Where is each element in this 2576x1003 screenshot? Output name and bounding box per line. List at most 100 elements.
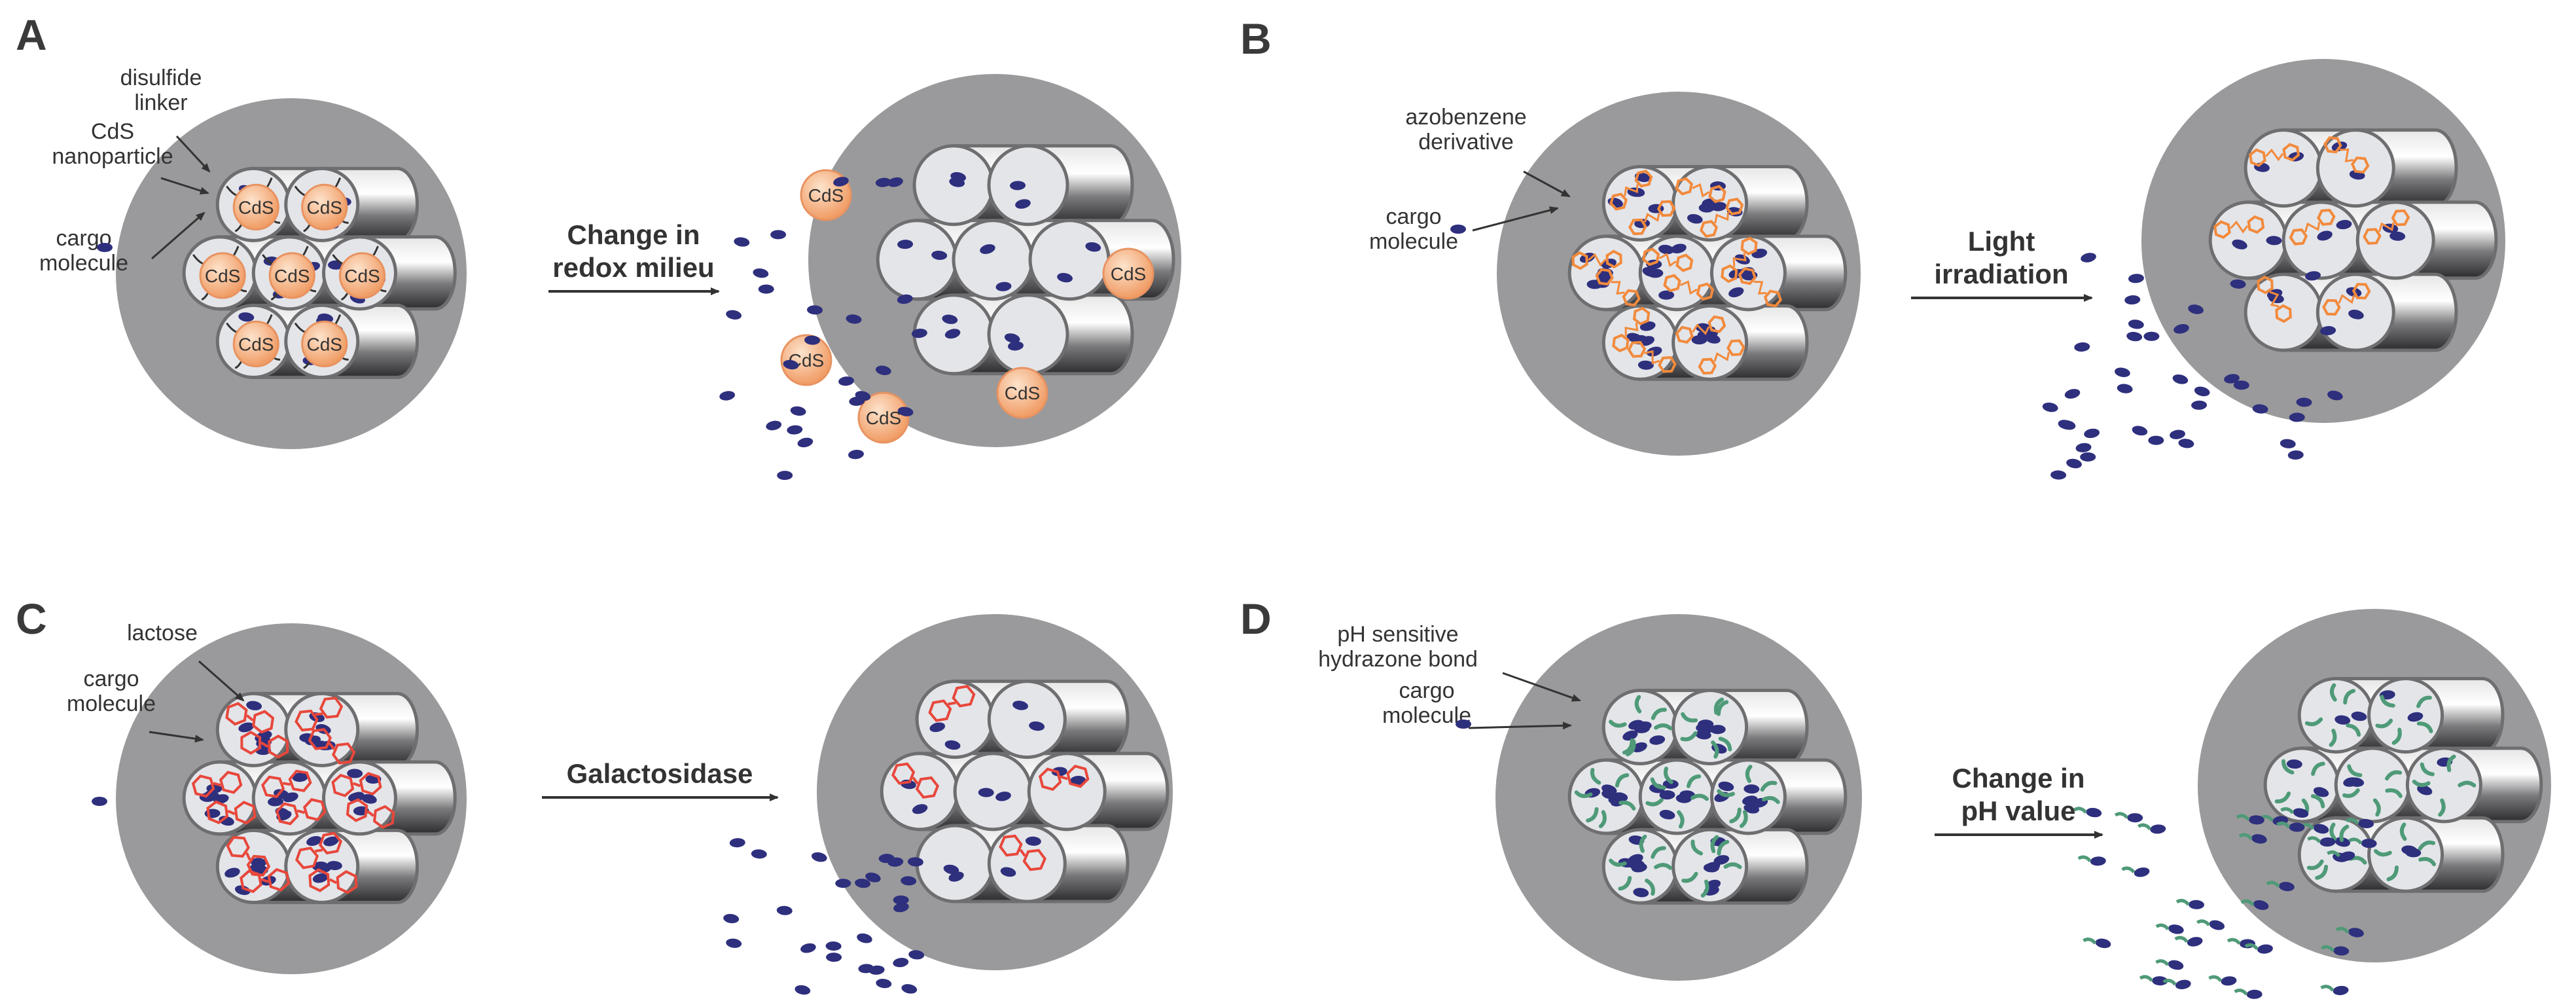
cargo-molecule <box>1634 723 1651 733</box>
cargo-molecule <box>811 852 827 862</box>
ring-structure <box>1675 253 1694 272</box>
cargo-molecule <box>835 879 851 888</box>
cargo-molecule <box>2188 304 2204 314</box>
azobenzene-gate <box>2363 209 2410 245</box>
hydrazone-bond <box>2418 857 2437 867</box>
cargo-molecule <box>897 240 914 249</box>
hydrazone-bond <box>2385 788 2403 798</box>
cargo-molecule <box>1705 333 1721 344</box>
hydrazone-bond <box>2343 689 2356 705</box>
hydrazone-bond <box>2391 727 2402 745</box>
cargo-molecule <box>753 268 769 278</box>
hydrazone-fragment <box>2348 837 2363 845</box>
hydrazone-fragment <box>2234 989 2248 996</box>
hydrazone-bond <box>2372 798 2381 817</box>
hydrazone-bond <box>2329 729 2337 747</box>
hydrazone-bond <box>1634 695 1642 714</box>
cargo-molecule <box>857 933 872 943</box>
cargo-molecule <box>2042 402 2058 412</box>
hydrazone-bond <box>1711 740 1719 759</box>
hydrazone-fragment <box>2208 975 2223 982</box>
cargo-molecule <box>978 788 994 797</box>
cargo-molecule <box>2172 374 2189 384</box>
cargo-molecule <box>2280 439 2296 448</box>
ring-structure <box>1634 170 1653 188</box>
ring-structure <box>1571 251 1588 270</box>
glycosidic-bond <box>329 878 338 884</box>
cargo-molecule <box>2148 435 2164 445</box>
callout-label: CdS <box>91 119 134 144</box>
azo-bond <box>1643 213 1660 223</box>
cargo-molecule <box>1662 779 1679 789</box>
azobenzene-gate <box>2249 143 2300 167</box>
cargo-molecule <box>907 857 923 867</box>
hydrazone-bond <box>1574 790 1593 798</box>
hydrazone-fragment <box>2335 926 2350 934</box>
ring-structure <box>1609 192 1628 211</box>
ring-structure <box>332 742 356 765</box>
lactose-gate <box>295 697 344 732</box>
cargo-molecule <box>995 282 1012 291</box>
hydrazone-bond <box>2329 683 2337 702</box>
ring-structure <box>372 805 395 830</box>
cargo-molecule <box>2064 389 2081 399</box>
cargo-molecule <box>283 792 298 803</box>
cargo-molecule <box>238 722 254 733</box>
azo-bond <box>2269 291 2280 308</box>
ring-structure <box>331 773 355 797</box>
cargo-molecule <box>893 902 909 913</box>
glycosidic-bond <box>912 776 919 785</box>
ring-structure <box>219 771 243 794</box>
hydrazone-fragment <box>2175 899 2190 906</box>
azo-bond <box>2338 294 2355 304</box>
hydrazone-bond <box>1615 773 1630 788</box>
cds-label: CdS <box>307 334 342 354</box>
cargo-molecule <box>2084 428 2100 439</box>
ring-structure <box>928 699 952 722</box>
cargo-molecule <box>1649 735 1666 745</box>
ring-structure <box>1605 249 1622 269</box>
callout-label: cargo <box>1399 678 1454 703</box>
callout-label: hydrazone bond <box>1318 647 1478 672</box>
hydrazone-bond <box>2304 717 2323 727</box>
hydrazone-bond <box>1686 774 1702 788</box>
azo-bond <box>1679 280 1698 295</box>
cargo-molecule <box>2289 412 2305 422</box>
cds-nanoparticle <box>268 252 315 299</box>
callout-leader <box>1468 721 1572 730</box>
ring-structure <box>1039 767 1062 792</box>
callout-label: pH sensitive <box>1337 622 1458 647</box>
glycosidic-bond <box>328 742 336 750</box>
ring-structure <box>2249 148 2266 167</box>
cargo-molecule <box>267 797 283 807</box>
callout-label: molecule <box>1369 229 1458 254</box>
cargo-molecule <box>751 849 767 859</box>
callout-label: azobenzene <box>1405 105 1526 130</box>
cargo-molecule <box>865 872 881 883</box>
cargo-molecule <box>246 701 262 710</box>
cargo-molecule <box>1642 266 1658 277</box>
cargo-molecule <box>2333 946 2350 956</box>
hydrazone-bond <box>1651 846 1666 859</box>
lactose-gate <box>891 762 940 799</box>
cargo-molecule <box>2074 342 2090 352</box>
cargo-molecule <box>1004 333 1020 343</box>
hydrazone-bond <box>1690 793 1709 801</box>
hydrazone-bond <box>1619 800 1636 811</box>
azo-bond <box>2230 220 2249 234</box>
cargo-molecule <box>2095 938 2111 949</box>
cargo-molecule <box>875 365 891 375</box>
lactose-gate <box>261 769 312 798</box>
lactose-gate <box>276 798 327 826</box>
cargo-molecule <box>2233 380 2249 390</box>
cargo-molecule <box>2305 271 2321 281</box>
cargo-molecule <box>1070 776 1086 786</box>
hydrazone-bond <box>1723 862 1742 869</box>
cargo-molecule <box>908 950 925 960</box>
ring-structure <box>1622 289 1641 307</box>
cargo-molecule <box>2168 960 2184 970</box>
callout-leader <box>198 660 245 702</box>
cds-nanoparticle <box>857 392 910 444</box>
ring-structure <box>1738 267 1757 285</box>
hydrazone-bond <box>1710 835 1719 854</box>
